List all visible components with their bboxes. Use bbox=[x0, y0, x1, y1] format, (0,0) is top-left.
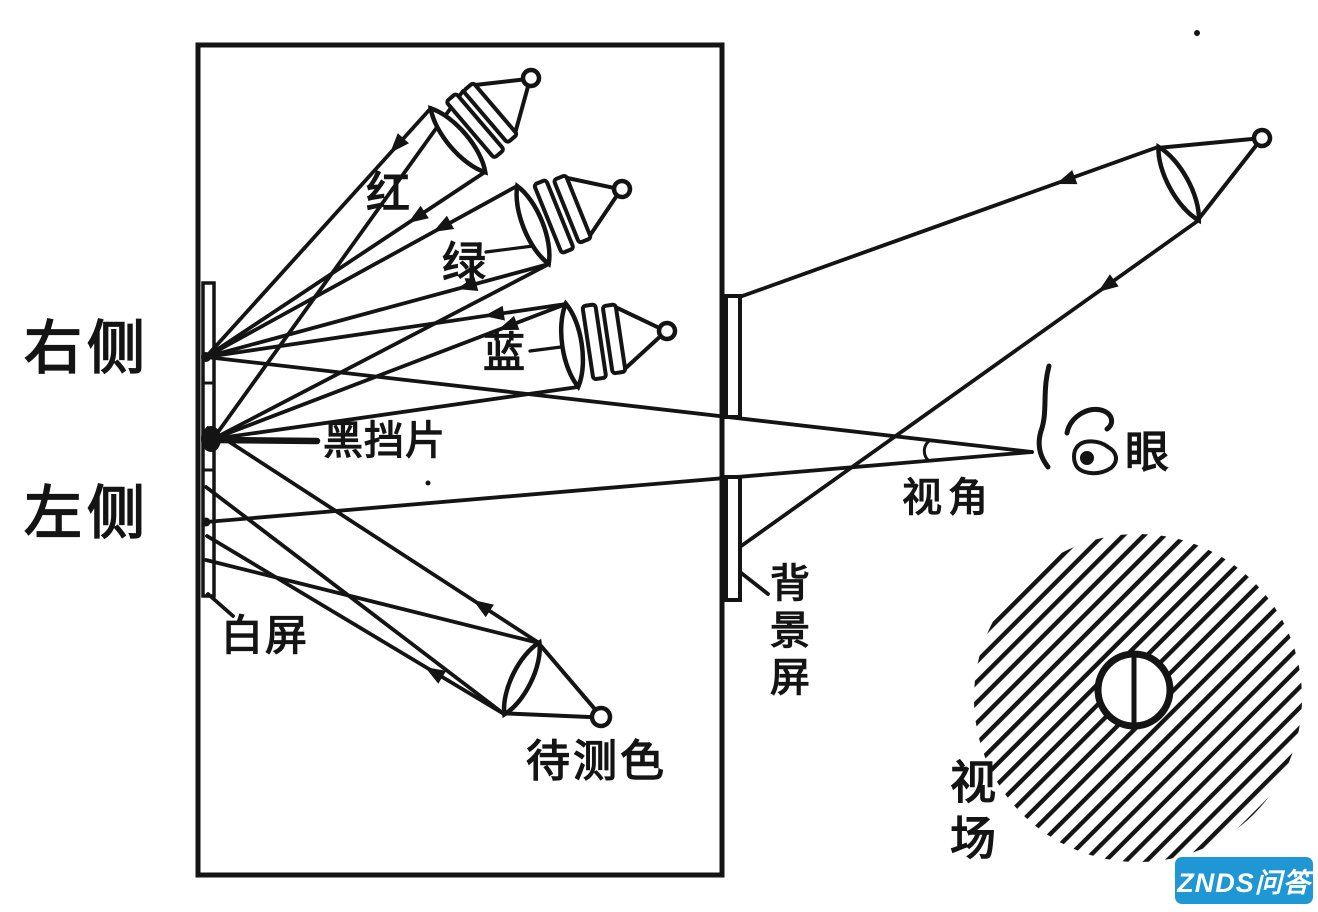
green-cone-bottom bbox=[588, 194, 619, 237]
booth-box bbox=[195, 42, 725, 878]
ray-arrowheads bbox=[390, 133, 1119, 684]
label-blue: 蓝 bbox=[483, 331, 526, 377]
blue-label-dash bbox=[528, 345, 563, 353]
green-lamp-icon bbox=[611, 178, 633, 200]
green-filter-bar-1 bbox=[552, 173, 593, 245]
red-filter-bar-1 bbox=[462, 81, 519, 144]
test-lens-icon bbox=[501, 638, 542, 719]
label-green: 绿 bbox=[442, 239, 486, 288]
white-screen-leader bbox=[206, 592, 235, 618]
eye-outline bbox=[1072, 439, 1118, 476]
label-eye: 眼 bbox=[1125, 428, 1169, 477]
eyebrow-line bbox=[1064, 407, 1114, 436]
blue-cone-bottom bbox=[623, 334, 663, 371]
green-label-dash bbox=[484, 244, 535, 254]
background-screen-bar-lower bbox=[724, 475, 742, 602]
arrow-external-upper bbox=[1056, 170, 1078, 185]
blue-lens-icon bbox=[558, 299, 586, 391]
label-white-screen: 白屏 bbox=[221, 614, 310, 660]
red-source-assembly bbox=[427, 67, 542, 176]
external-lens-icon bbox=[1156, 143, 1202, 225]
view-angle-arc bbox=[922, 439, 931, 463]
test-cone-top bbox=[538, 643, 598, 712]
arrow-test-upper bbox=[473, 600, 494, 618]
arrow-test-lower bbox=[425, 667, 447, 684]
ray-blue-lower bbox=[211, 385, 580, 441]
label-background-screen: 背景屏 bbox=[764, 562, 809, 703]
ray-test-4 bbox=[204, 558, 541, 645]
blue-cone-top bbox=[615, 305, 661, 330]
blue-filter-bar-1 bbox=[601, 302, 628, 376]
blue-source-assembly bbox=[558, 299, 678, 391]
green-filter-bar-2 bbox=[532, 178, 575, 255]
speck-top-right bbox=[1194, 30, 1200, 36]
ray-external-upper bbox=[732, 145, 1160, 301]
black-baffle-blob bbox=[201, 426, 221, 452]
label-black-baffle: 黑挡片 bbox=[323, 418, 446, 463]
external-source-assembly bbox=[1156, 127, 1273, 225]
ray-green-upper bbox=[204, 184, 519, 359]
ray-view-left-field bbox=[204, 450, 1034, 524]
blue-filter-bar-2 bbox=[580, 302, 608, 382]
label-view-angle: 视角 bbox=[902, 475, 994, 520]
label-red: 红 bbox=[366, 169, 410, 218]
right-field-point bbox=[201, 352, 211, 362]
red-lamp-icon bbox=[520, 67, 542, 89]
test-lamp-icon bbox=[589, 705, 613, 729]
label-view-field: 视场 bbox=[944, 758, 995, 870]
test-cone-bottom bbox=[506, 711, 593, 720]
ray-test-3 bbox=[204, 485, 506, 716]
speck-center bbox=[425, 480, 431, 486]
face-profile-line bbox=[1036, 363, 1052, 470]
label-right-side: 右侧 bbox=[24, 316, 151, 381]
arrow-blue-upper bbox=[484, 305, 505, 321]
znds-watermark-badge: ZNDS问答 bbox=[1175, 857, 1313, 904]
ray-green-to-baffle bbox=[211, 262, 551, 441]
eye-pupil bbox=[1080, 451, 1094, 465]
red-cone-top bbox=[474, 77, 524, 87]
arrow-red-upper bbox=[390, 133, 409, 153]
red-lens-icon bbox=[427, 105, 489, 176]
arrow-green-upper bbox=[433, 215, 455, 232]
label-test-color: 待测色 bbox=[526, 737, 667, 786]
view-field-figure bbox=[974, 534, 1302, 862]
external-lamp-icon bbox=[1251, 127, 1273, 149]
red-cone-bottom bbox=[513, 85, 531, 133]
red-filter-bar-2 bbox=[445, 92, 505, 159]
green-lens-icon bbox=[514, 182, 552, 268]
blue-lamp-icon bbox=[656, 320, 678, 342]
observer-eye-sketch bbox=[922, 363, 1118, 476]
external-cone-bottom bbox=[1198, 142, 1259, 219]
ray-red-lower bbox=[204, 170, 487, 359]
ray-external-lower bbox=[735, 218, 1201, 551]
ray-blue-upper-a bbox=[204, 302, 568, 359]
ray-test-2 bbox=[205, 534, 506, 716]
left-field-point bbox=[201, 517, 211, 527]
znds-watermark-text: ZNDS问答 bbox=[1177, 868, 1311, 898]
test-color-source-assembly bbox=[501, 638, 613, 729]
ray-red-to-baffle bbox=[211, 89, 465, 441]
arrow-green-lower bbox=[457, 276, 479, 291]
green-cone-top bbox=[566, 175, 615, 190]
arrow-external-lower bbox=[1098, 274, 1119, 292]
black-baffle-leader bbox=[212, 436, 321, 445]
green-source-assembly bbox=[514, 173, 633, 268]
arrow-blue-lower bbox=[498, 315, 520, 330]
background-screen-bar-upper bbox=[724, 294, 742, 419]
external-cone-top bbox=[1161, 136, 1255, 150]
arrow-red-lower bbox=[408, 205, 429, 223]
label-left-side: 左侧 bbox=[24, 481, 151, 546]
ray-green-lower bbox=[204, 262, 551, 359]
